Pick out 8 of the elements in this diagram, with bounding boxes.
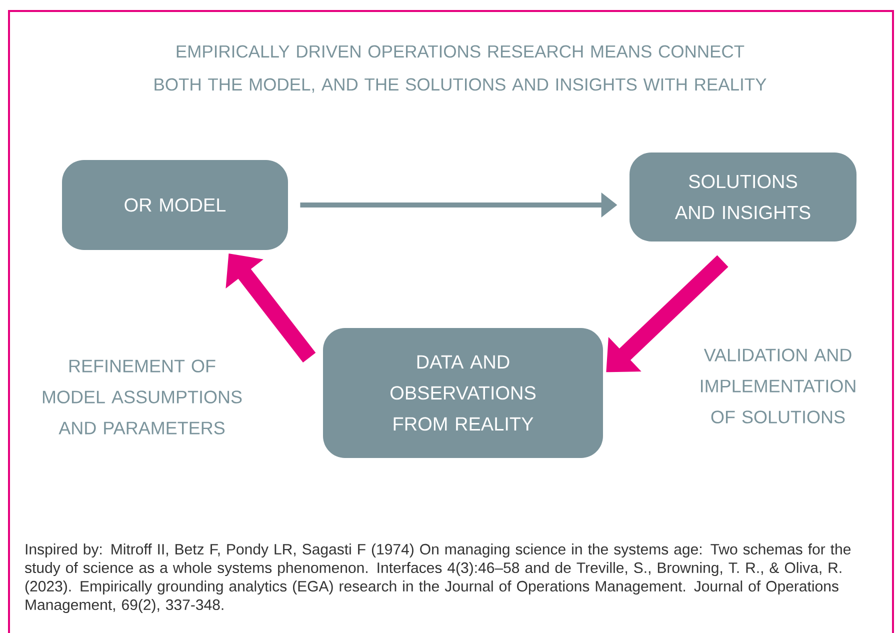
process-box: DATA AND OBSERVATIONS FROM REALITY [323, 328, 603, 458]
caption: Inspired by: Mitroff II, Betz F, Pondy LR, Sagasti F (1974) On managing science in the systems age: Two schemas for the study of science as a whole systems phenomenon. Interfaces 4(3):46–58 and de Treville, S., Browning, T. R., & Oliva, R. (2023). Empirically grounding analytics (EGA) research in the Journal of Operations Management. Journal of Operations Management, 69(2), 337-348. [24, 544, 851, 614]
process-box: OR MODEL [62, 160, 288, 250]
edge-label: REFINEMENT OF MODEL ASSUMPTIONS AND PARAMETERS [42, 360, 242, 434]
title: EMPIRICALLY DRIVEN OPERATIONS RESEARCH MEANS CONNECT BOTH THE MODEL, AND THE SOLUTIONS AND INSIGHTS WITH REALITY [154, 45, 766, 93]
process-box: SOLUTIONS AND INSIGHTS [630, 152, 856, 242]
edge-label: VALIDATION AND IMPLEMENTATION OF SOLUTIONS [701, 348, 856, 424]
arrow [606, 255, 728, 372]
